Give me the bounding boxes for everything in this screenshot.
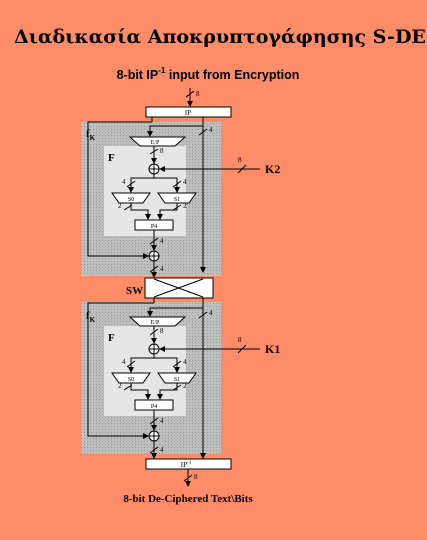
p4-label: P4: [151, 404, 157, 410]
sw-label: SW: [126, 285, 143, 297]
slash-mark: [149, 328, 159, 336]
slash-mark: [237, 164, 247, 174]
ip-inverse-block: IP-1: [145, 458, 232, 470]
bit-width-label: 4: [160, 417, 164, 425]
s0-label: S0: [128, 377, 134, 383]
slash-mark: [149, 417, 159, 425]
slash-mark: [172, 204, 182, 211]
slash-mark: [123, 204, 133, 211]
p4-label: P4: [151, 224, 157, 230]
right-to-ep-line: [147, 125, 203, 137]
ip-block: IP: [145, 106, 232, 118]
ip-inverse-label: IP-1: [181, 461, 192, 469]
page-title: Διαδικασία Αποκρυπτογάφησης S-DES: [14, 26, 427, 48]
bit-width-label: 8: [160, 327, 164, 335]
sw-block: SW: [126, 277, 214, 299]
slash-mark: [149, 237, 159, 245]
xor-to-s0-line: [128, 354, 155, 373]
s1-label: S1: [174, 377, 180, 383]
round-1: fK F 4 E/P 8 8 K2 4 4 S0: [81, 117, 280, 278]
s1-block: [157, 372, 197, 384]
slash-mark: [185, 90, 195, 98]
xor-to-s0-line: [128, 174, 155, 193]
xor-to-s1-line: [154, 357, 180, 373]
key-label: K1: [265, 342, 280, 356]
s0-block: [111, 192, 151, 204]
left-half-line: [87, 302, 154, 439]
ep-block: [128, 316, 187, 327]
bit-width-label: 4: [160, 237, 164, 245]
ep-label: E/P: [151, 320, 160, 326]
s1-to-p4-line: [157, 203, 178, 220]
key-label: K2: [265, 162, 280, 176]
bit-width-label: 2: [183, 202, 187, 210]
xor-to-s1-line: [154, 177, 180, 193]
slash-mark: [198, 128, 208, 136]
bit-width-label: 8: [196, 90, 200, 98]
ep-block: [128, 136, 187, 147]
bit-width-label: 4: [209, 309, 213, 317]
slash-mark: [149, 148, 159, 155]
bit-width-label: 2: [118, 202, 122, 210]
s0-to-p4-line: [130, 383, 151, 400]
bit-width-label: 8: [194, 473, 198, 481]
bit-width-label: 4: [160, 446, 164, 454]
s0-block: [111, 372, 151, 384]
slash-mark: [172, 360, 182, 368]
slash-mark: [172, 384, 182, 391]
s0-label: S0: [128, 197, 134, 203]
bit-width-label: 8: [160, 147, 164, 155]
bit-width-label: 4: [183, 358, 187, 366]
slash-mark: [183, 474, 193, 482]
right-to-ep-line: [147, 307, 203, 317]
bit-width-label: 2: [183, 382, 187, 390]
s0-to-p4-line: [130, 203, 151, 220]
ep-label: E/P: [151, 140, 160, 146]
slash-mark: [237, 344, 247, 354]
s1-block: [157, 192, 197, 204]
s1-label: S1: [174, 197, 180, 203]
bit-width-label: 8: [238, 156, 242, 164]
bit-width-label: 4: [160, 265, 164, 273]
bit-width-label: 4: [183, 178, 187, 186]
bit-width-label: 2: [118, 382, 122, 390]
ip-label: IP: [185, 109, 191, 117]
slash-mark: [123, 384, 133, 391]
slash-mark: [149, 265, 159, 273]
f-label: F: [108, 152, 115, 164]
slash-mark: [198, 311, 208, 319]
bit-width-label: 8: [238, 336, 242, 344]
slash-mark: [126, 360, 136, 368]
slash-mark: [172, 180, 182, 188]
round-2: fK F 4 E/P 8 8 K1 4 4 S0: [81, 298, 280, 459]
output-label: 8-bit De-Ciphered Text\Bits: [123, 493, 253, 505]
bit-width-label: 4: [122, 178, 126, 186]
bit-width-label: 4: [209, 126, 213, 134]
f-label: F: [108, 332, 115, 344]
left-half-line: [87, 121, 152, 259]
bit-width-label: 4: [122, 358, 126, 366]
input-label: 8-bit IP-1 input from Encryption: [117, 66, 300, 82]
s1-to-p4-line: [157, 383, 178, 400]
slash-mark: [126, 180, 136, 188]
slash-mark: [149, 446, 159, 454]
